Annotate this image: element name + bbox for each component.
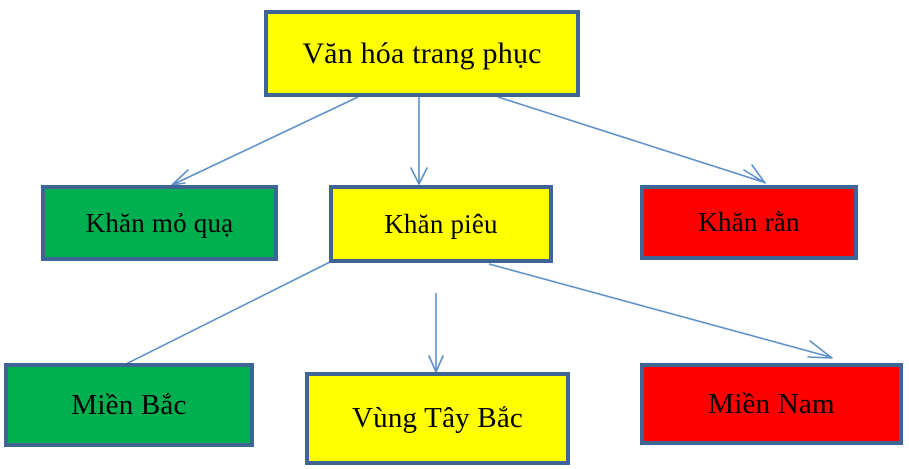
edge-khan-pieu-to-vung-tay-bac (428, 293, 444, 373)
node-mien-bac[interactable]: Miền Bắc (4, 363, 254, 447)
node-khan-mo-qua[interactable]: Khăn mỏ quạ (41, 185, 278, 261)
edge-khan-pieu-to-mien-bac (123, 261, 331, 366)
node-khan-ran[interactable]: Khăn rằn (640, 185, 858, 260)
node-vung-tay-bac[interactable]: Vùng Tây Bắc (305, 372, 570, 465)
edge-root-to-khan-mo-qua (171, 96, 359, 186)
node-label: Miền Bắc (71, 388, 187, 421)
node-label: Văn hóa trang phục (302, 36, 542, 70)
node-khan-pieu[interactable]: Khăn piêu (329, 185, 553, 263)
node-mien-nam[interactable]: Miền Nam (640, 363, 903, 445)
node-label: Vùng Tây Bắc (352, 402, 523, 435)
node-label: Miền Nam (708, 387, 835, 420)
edge-root-to-khan-pieu (410, 97, 428, 185)
edge-khan-pieu-to-mien-nam (488, 263, 833, 359)
node-label: Khăn rằn (698, 207, 800, 238)
node-van-hoa-trang-phuc[interactable]: Văn hóa trang phục (264, 10, 580, 97)
node-label: Khăn mỏ quạ (85, 207, 234, 238)
node-label: Khăn piêu (384, 208, 498, 239)
edge-root-to-khan-ran (497, 96, 766, 184)
